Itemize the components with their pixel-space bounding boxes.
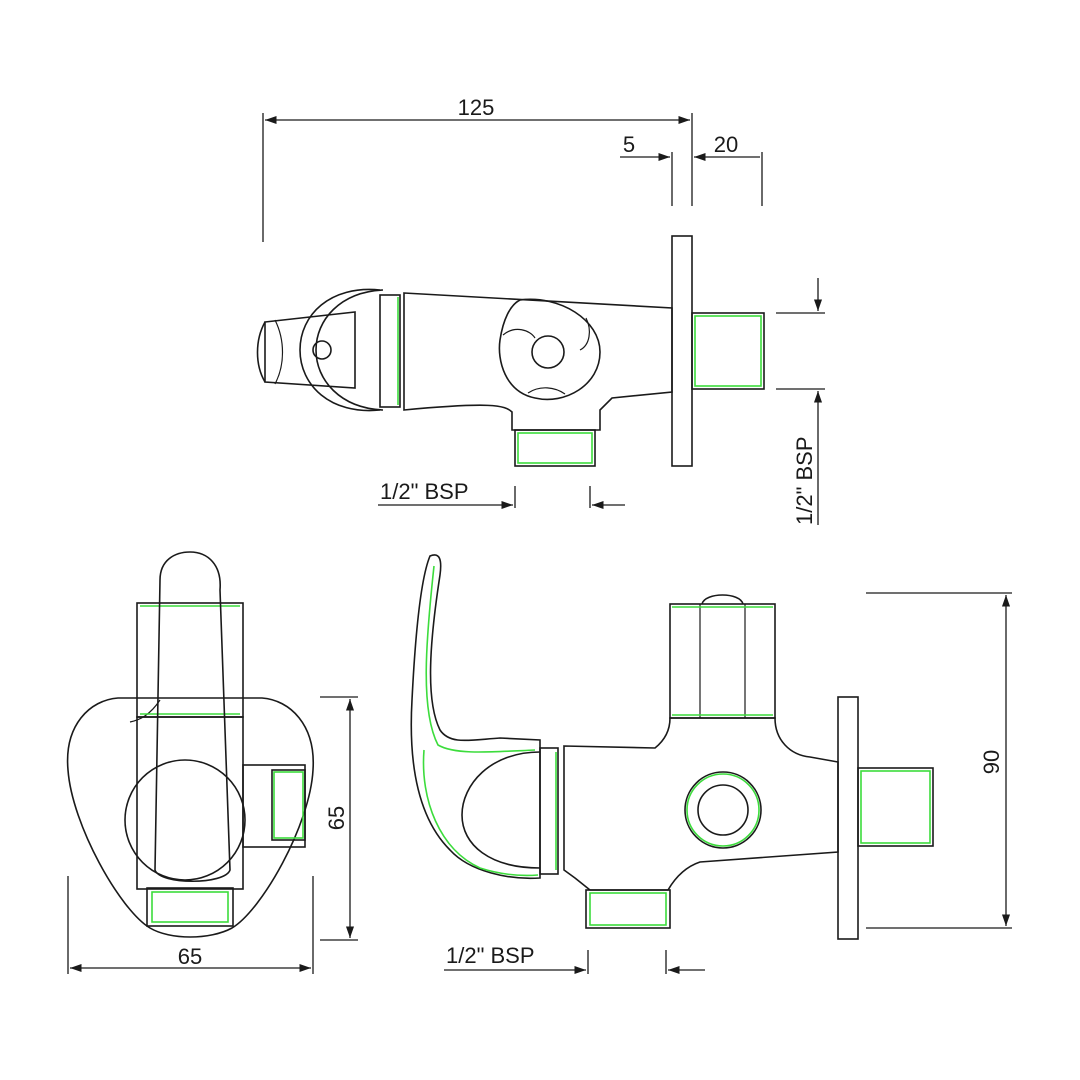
top-view-dimensions: 125 5 20 1/2" BSP 1/2" BSP <box>262 95 825 525</box>
dim-spigot-length: 20 <box>714 132 738 157</box>
dim-overall-length: 125 <box>458 95 495 120</box>
dim-flange-thickness: 5 <box>623 132 635 157</box>
front-view <box>66 551 314 938</box>
dim-side-thread: 1/2" BSP <box>446 943 535 968</box>
dim-top-thread: 1/2" BSP <box>380 479 469 504</box>
dim-front-width: 65 <box>178 944 202 969</box>
dim-front-height: 65 <box>324 806 349 830</box>
side-view-dimensions: 90 1/2" BSP <box>444 592 1012 975</box>
front-view-dimensions: 65 65 <box>67 696 358 974</box>
side-view <box>410 554 934 940</box>
dim-side-height: 90 <box>979 750 1004 774</box>
dim-rear-thread: 1/2" BSP <box>792 436 817 525</box>
top-view <box>256 235 765 467</box>
